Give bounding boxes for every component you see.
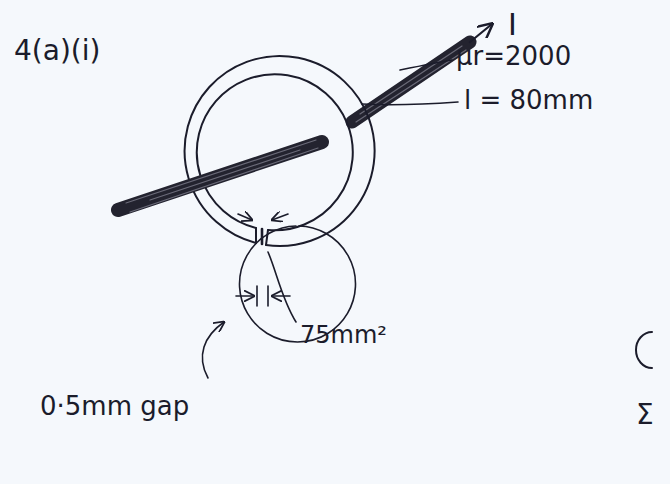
dimension-arrow [272,295,290,297]
dimension-arrow [236,295,254,297]
dimension-ticks [257,286,268,306]
conductor-hatch [356,46,466,122]
partial-mark [636,332,652,368]
gap-lines [256,228,268,245]
gap-label: 0·5mm gap [40,392,189,421]
leader-line [362,102,458,105]
permeability-label: μr=2000 [456,42,571,71]
leader-line [202,322,224,378]
conductor-hatch [126,140,318,212]
current-symbol: I [508,8,517,41]
conductor [352,42,470,122]
gap-mark [261,229,264,244]
conductor [118,142,322,210]
leader-line [268,252,296,322]
leader-line [400,60,452,70]
question-number: 4(a)(i) [14,36,100,67]
gap-arrow [272,214,288,220]
gap-arrow [238,214,252,220]
length-label: l = 80mm [464,86,593,115]
area-label: 75mm² [300,322,387,348]
partial-symbol: Σ [636,400,654,431]
current-arrow [470,24,492,42]
